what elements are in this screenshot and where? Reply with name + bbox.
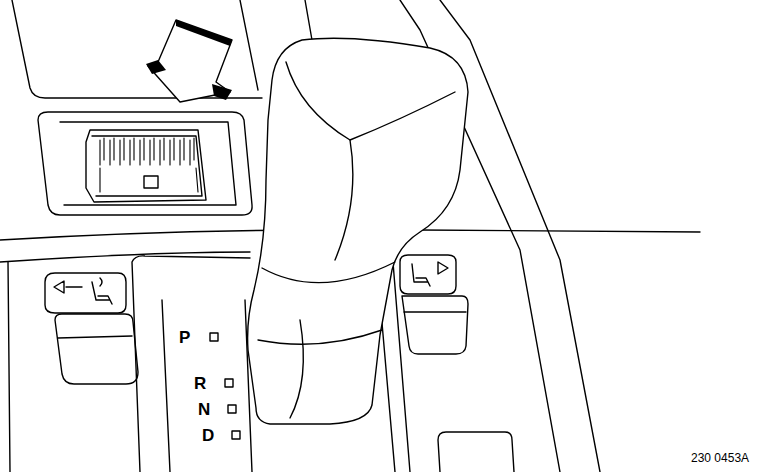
gear-slot-rail — [392, 250, 410, 472]
knob-contour — [258, 330, 382, 344]
diagnostic-connector — [86, 130, 206, 202]
gear-label: R — [193, 375, 207, 392]
rocker-edge — [58, 336, 132, 338]
seat-heater-switch — [45, 273, 126, 313]
indicator-square — [225, 379, 233, 387]
panel-edge — [240, 0, 258, 90]
gear-label: N — [197, 401, 211, 418]
seat-heater-arrow — [438, 262, 448, 274]
knob-contour — [335, 140, 353, 260]
trim-line — [8, 262, 10, 472]
connector-key — [144, 176, 158, 188]
gear-slot — [132, 256, 250, 472]
seat-heater-switch — [400, 255, 456, 294]
seat-heater-arrow — [54, 281, 82, 293]
console-edge — [440, 0, 600, 472]
indicator-square — [228, 405, 236, 413]
recess-inner — [60, 122, 236, 205]
connector-face — [92, 136, 202, 196]
pointer-arrow — [148, 20, 232, 102]
seat-heater-icon — [92, 278, 112, 304]
gear-slot — [162, 300, 170, 472]
seat-heater-rocker — [55, 314, 138, 384]
seat-heater-icon — [412, 264, 430, 286]
console-button — [438, 432, 514, 472]
knob-contour — [290, 320, 303, 418]
gear-label: P — [178, 329, 191, 346]
knob-contour — [262, 262, 395, 283]
gear-knob — [248, 38, 468, 424]
rocker-edge — [404, 311, 466, 312]
panel-edge — [305, 0, 312, 40]
gear-label: D — [201, 427, 215, 444]
connector-recess — [38, 112, 252, 215]
figure-number: 230 0453A — [690, 452, 750, 464]
seat-heater-rocker — [402, 296, 468, 354]
connector-pins — [100, 138, 198, 192]
knob-contour — [286, 62, 455, 140]
arrow-shading — [146, 20, 232, 100]
indicator-square — [210, 333, 218, 341]
indicator-square — [232, 431, 240, 439]
